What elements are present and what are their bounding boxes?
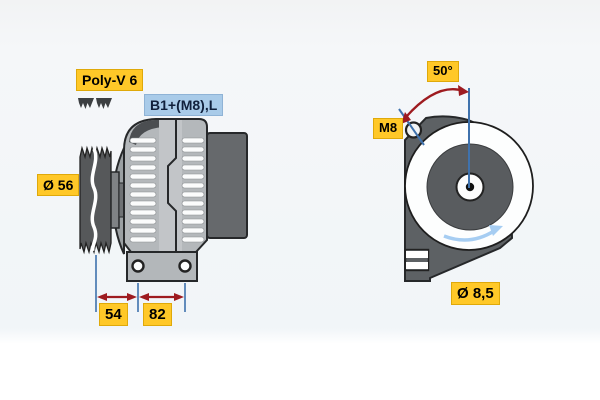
belt-type-label: Poly-V 6 bbox=[76, 69, 144, 92]
mount-angle-label: 50° bbox=[427, 61, 459, 82]
shaft-spacer bbox=[110, 171, 120, 229]
side-view bbox=[78, 98, 248, 312]
mount-thread-label: M8 bbox=[373, 118, 404, 139]
dimension-arrow-82 bbox=[139, 293, 184, 301]
pulley-diameter-label: Ø 56 bbox=[37, 174, 80, 197]
connector-label: B1+(M8),L bbox=[144, 94, 224, 117]
end-view bbox=[398, 85, 534, 282]
cooling-fins bbox=[129, 137, 205, 243]
extension-lines bbox=[95, 255, 186, 312]
dimension-82-label: 82 bbox=[143, 303, 172, 327]
rotation-direction-arrow bbox=[443, 225, 503, 242]
parting-line bbox=[167, 120, 177, 251]
rear-housing bbox=[206, 132, 248, 239]
mount-hole-diameter-label: Ø 8,5 bbox=[451, 282, 500, 306]
foot-stripe-frame bbox=[404, 248, 430, 272]
stator-band bbox=[159, 120, 182, 251]
foot-stripe-1 bbox=[406, 251, 428, 258]
poly-v-belt-section-icon bbox=[78, 98, 112, 109]
angle-arc-arrow bbox=[401, 85, 469, 124]
dimension-arrow-54 bbox=[97, 293, 137, 301]
pulley-break-line bbox=[90, 148, 98, 252]
foot-stripe-2 bbox=[406, 262, 428, 269]
dimension-54-label: 54 bbox=[99, 303, 128, 327]
foot-hole-right bbox=[178, 259, 192, 273]
foot-hole-left bbox=[131, 259, 145, 273]
angle-reference-lines bbox=[398, 88, 470, 188]
